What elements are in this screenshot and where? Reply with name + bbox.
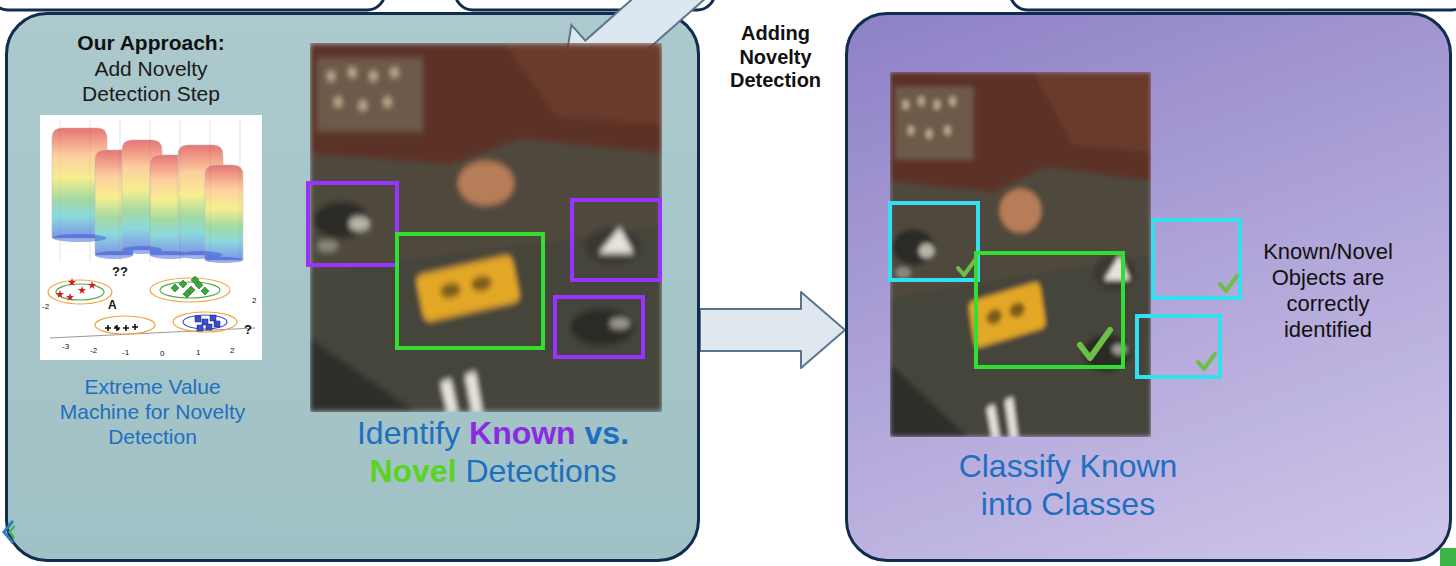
panel-subheading: Add Novelty Detection Step bbox=[66, 57, 236, 107]
flow-arrow bbox=[700, 292, 845, 368]
plot-mark: ?? bbox=[112, 264, 128, 279]
caption-word: vs. bbox=[585, 415, 629, 451]
cut-off-boxes bbox=[455, 0, 715, 10]
caption-word: Known bbox=[469, 415, 585, 451]
cut-off-boxes bbox=[1010, 0, 1456, 10]
cut-off-boxes bbox=[0, 0, 1456, 10]
axis-tick: 2 bbox=[252, 296, 256, 305]
cut-off-boxes bbox=[0, 0, 385, 10]
plot-mark: A bbox=[108, 298, 117, 312]
page-decoration bbox=[1440, 548, 1456, 566]
caption-word: Identify bbox=[357, 415, 469, 451]
axis-tick: -2 bbox=[42, 302, 49, 311]
axis-tick: -3 bbox=[62, 342, 69, 351]
plot-mark: ? bbox=[244, 322, 252, 337]
axis-tick: 0 bbox=[160, 349, 164, 358]
step-caption: Classify Known into Classes bbox=[948, 448, 1188, 524]
caption-word: Novel bbox=[369, 453, 465, 489]
result-panel: Known/Novel Objects are correctly identi… bbox=[845, 12, 1452, 562]
axis-tick: 1 bbox=[196, 348, 200, 357]
axis-tick: -2 bbox=[90, 346, 97, 355]
axis-tick: -1 bbox=[122, 348, 129, 357]
approach-panel: Our Approach:Add Novelty Detection StepE… bbox=[5, 12, 700, 562]
result-note: Known/Novel Objects are correctly identi… bbox=[1253, 239, 1403, 343]
figure-caption: Extreme Value Machine for Novelty Detect… bbox=[45, 375, 260, 449]
caption-word: Detections bbox=[465, 453, 616, 489]
arrow-label: Adding Novelty Detection bbox=[718, 22, 833, 93]
panel-heading: Our Approach: bbox=[66, 31, 236, 56]
axis-tick: 2 bbox=[230, 346, 234, 355]
step-caption: Identify Known vs. Novel Detections bbox=[343, 415, 643, 491]
